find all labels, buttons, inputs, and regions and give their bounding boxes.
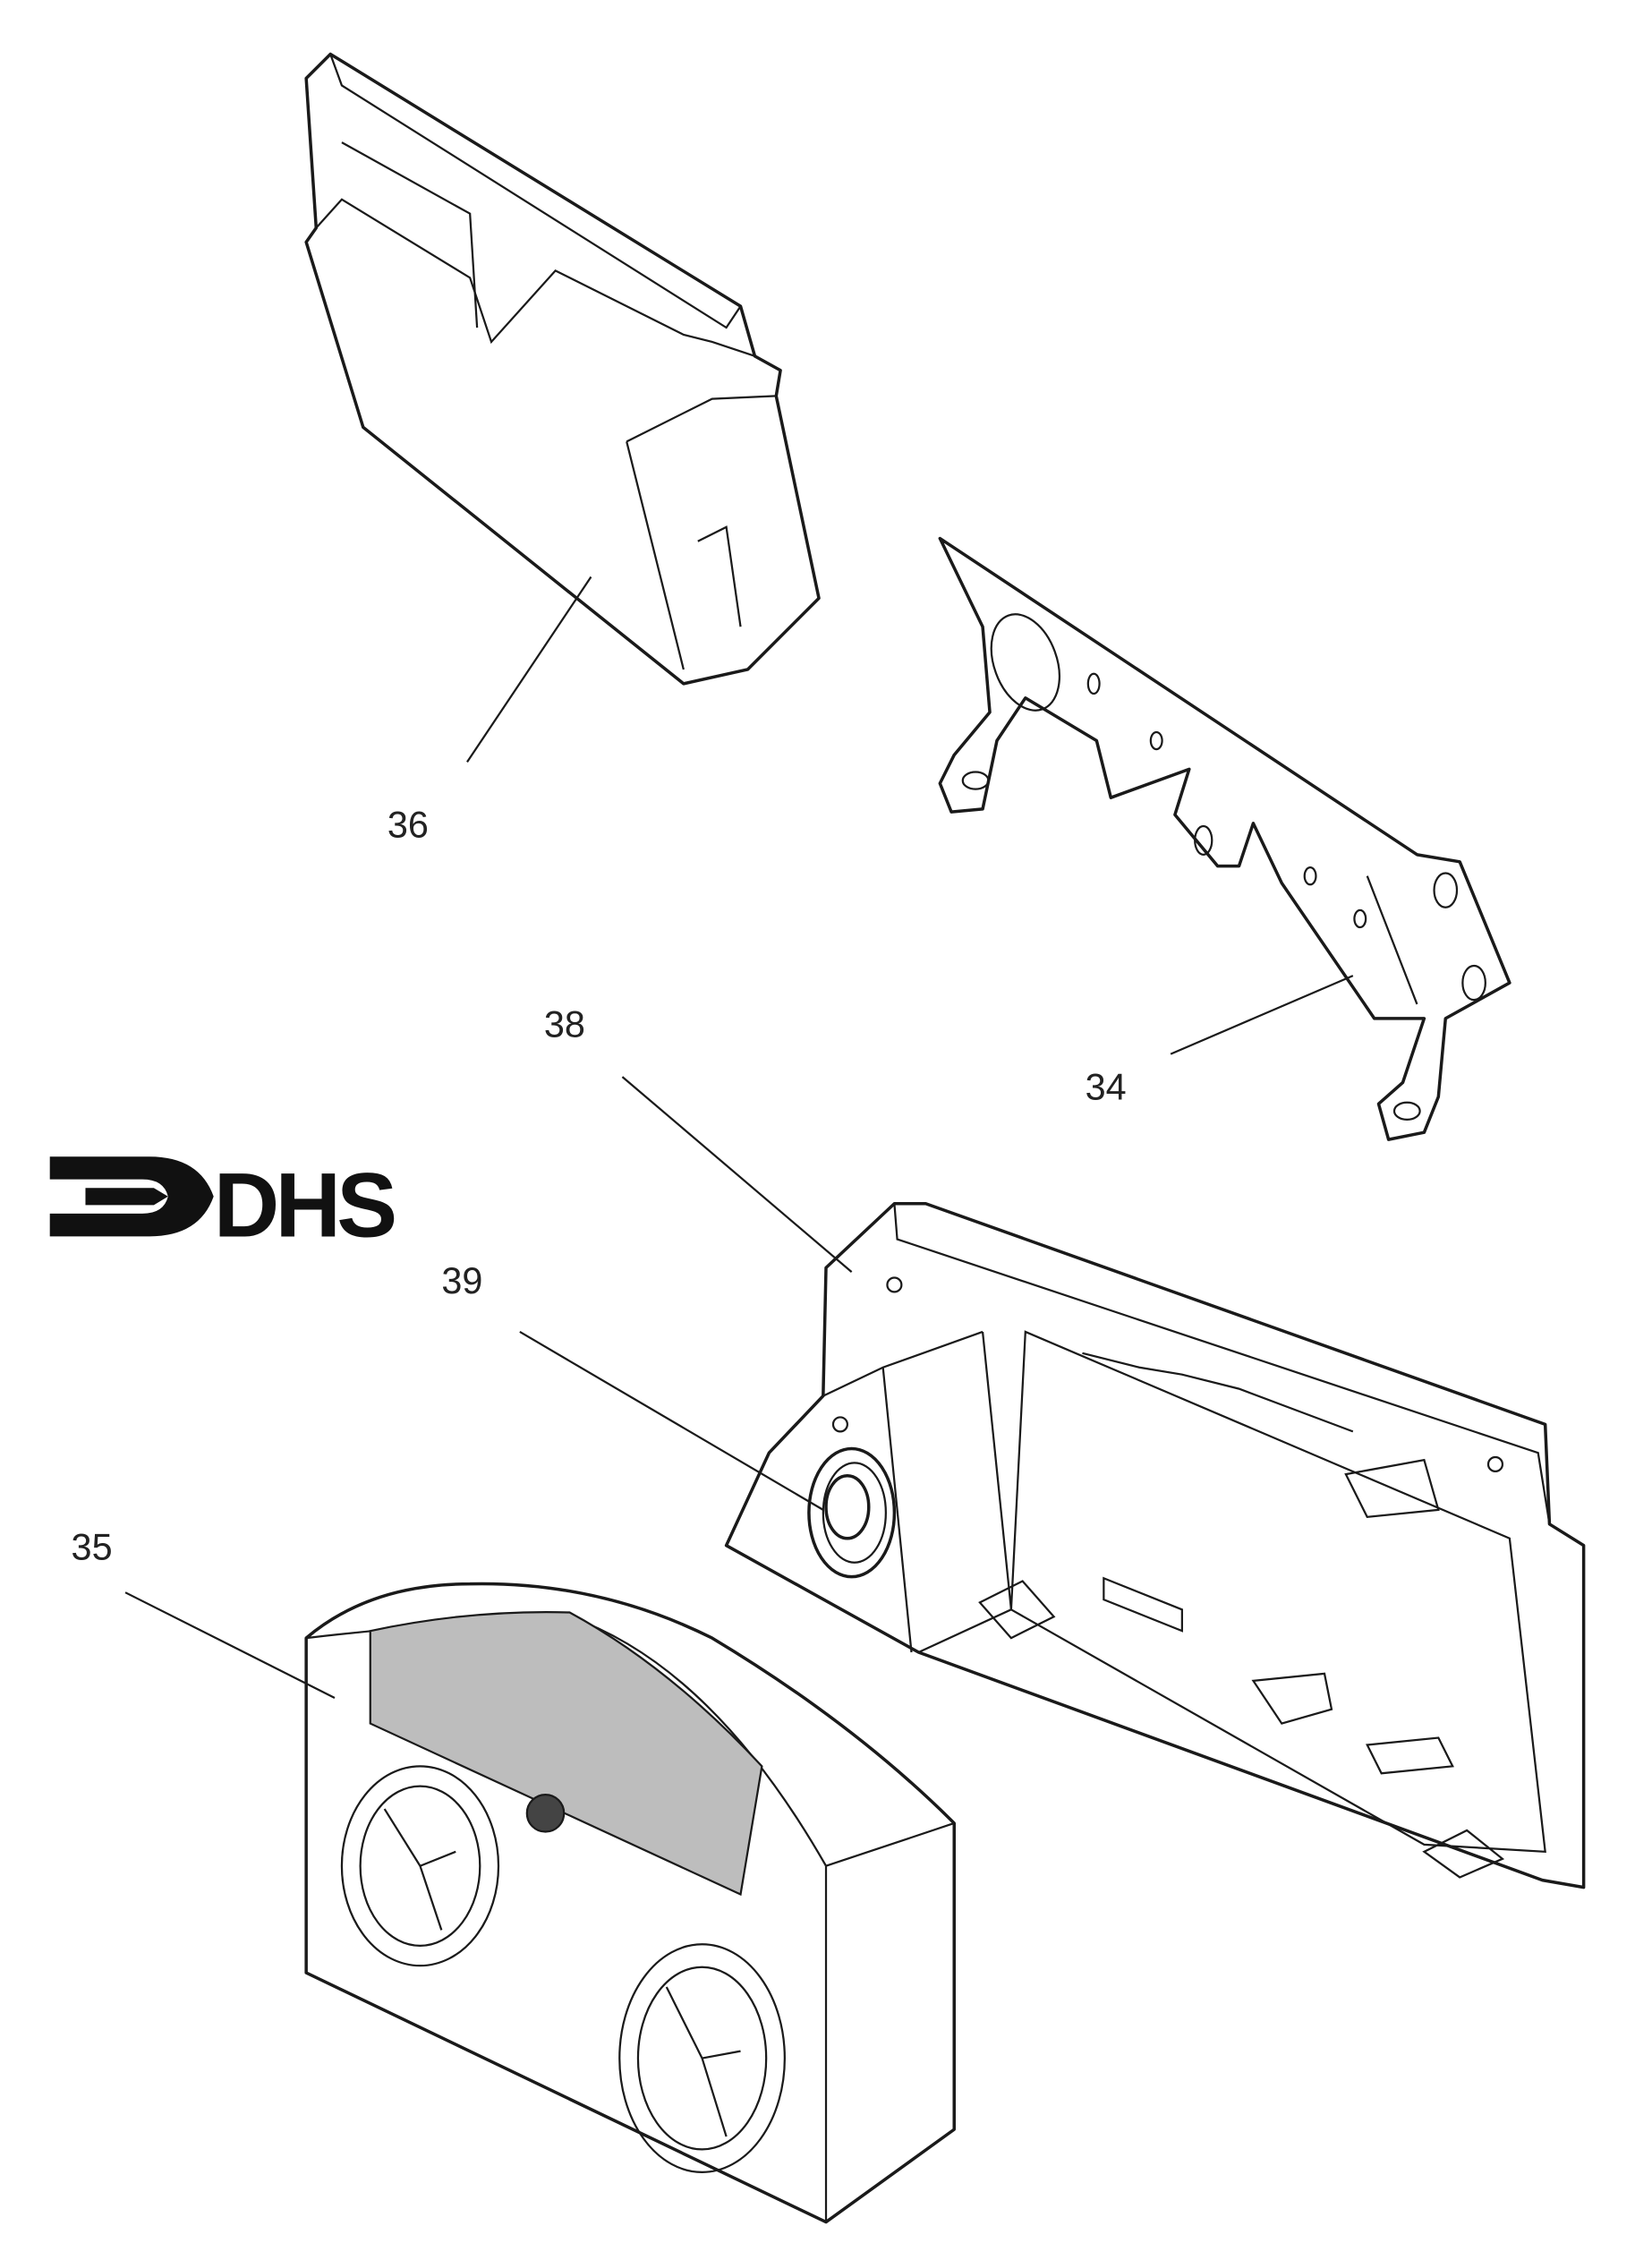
leader-34 [1170,975,1354,1055]
callout-39: 39 [441,1260,482,1301]
gauge-right [618,1943,786,2173]
leader-39 [519,1330,824,1511]
part-34-bracket [938,536,1511,1141]
center-hole [525,1794,566,1833]
leader-36 [466,576,592,763]
dhs-logo: DHS [49,1154,398,1256]
leader-38 [621,1076,853,1273]
part-36-control-module [304,52,821,686]
part-39-knob [807,1446,897,1579]
display-band [369,1610,763,1897]
leader-35 [124,1591,336,1699]
callout-34: 34 [1086,1067,1127,1108]
part-38-housing [724,1201,1586,1889]
callout-35: 35 [72,1527,113,1568]
callout-36: 36 [387,805,429,846]
gauge-left [340,1765,500,1967]
callout-38: 38 [544,1004,585,1045]
part-35-cluster-face [304,1582,956,2224]
logo-text: DHS [214,1154,395,1256]
